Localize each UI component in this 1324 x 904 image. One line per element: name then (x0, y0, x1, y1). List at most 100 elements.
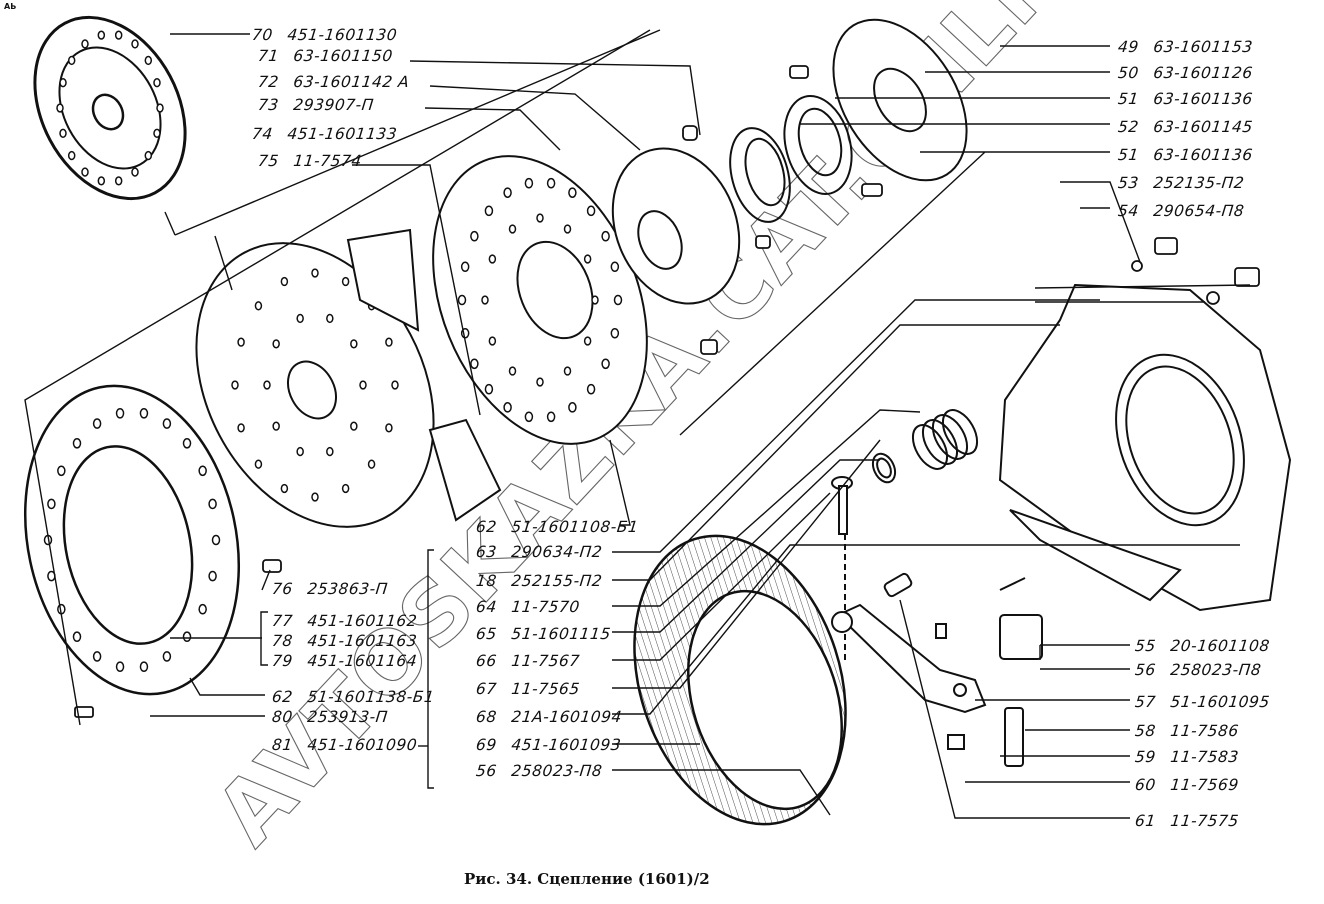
callout-number: 81 (271, 736, 294, 754)
callout-number: 78 (271, 632, 294, 650)
callout-53: 53 252135-П2 (1117, 174, 1245, 192)
hole (280, 276, 289, 287)
callout-75: 75 11-7574 (257, 152, 363, 170)
hole (59, 78, 67, 88)
callout-number: 62 (475, 518, 498, 536)
part-18-washer (871, 452, 897, 484)
hole (610, 261, 620, 273)
callout-number: 67 (475, 680, 498, 698)
hole (272, 339, 280, 349)
hole (254, 301, 263, 311)
callout-57: 57 51-1601095 (1134, 693, 1271, 711)
part-63-spring (911, 409, 979, 470)
callout-52: 52 63-1601145 (1117, 118, 1254, 136)
hole (182, 631, 192, 643)
small-fasteners (74, 65, 1260, 718)
callout-56: 56 258023-П8 (1134, 661, 1262, 679)
part-57-lever (831, 572, 1043, 767)
callout-49: 49 63-1601153 (1117, 38, 1254, 56)
callout-part-number: 63-1601142 A (292, 73, 411, 91)
callout-65: 65 51-1601115 (475, 625, 612, 643)
leader-line (429, 85, 641, 151)
part-51-ring (729, 127, 791, 223)
callout-number: 51 (1117, 90, 1140, 108)
callout-part-number: 293907-П (292, 96, 375, 114)
hole (341, 276, 350, 287)
callout-number: 80 (271, 708, 294, 726)
callout-part-number: 451-1601133 (286, 125, 399, 143)
callout-number: 18 (475, 572, 498, 590)
callout-58: 58 11-7586 (1134, 722, 1240, 740)
hole (296, 446, 304, 457)
callout-part-number: 11-7583 (1169, 748, 1240, 766)
hole (162, 418, 172, 429)
callout-number: 66 (475, 652, 498, 670)
callout-part-number: 258023-П8 (1169, 661, 1263, 679)
callout-number: 59 (1134, 748, 1157, 766)
callout-number: 52 (1117, 118, 1140, 136)
hole (254, 459, 263, 469)
callout-part-number: 290654-П8 (1152, 202, 1246, 220)
callout-part-number: 11-7586 (1169, 722, 1240, 740)
callout-78: 78 451-1601163 (271, 632, 418, 650)
hole (81, 167, 89, 177)
hole (237, 423, 245, 433)
callout-73: 73 293907-П (257, 96, 375, 114)
hole (92, 651, 102, 662)
hole (326, 446, 334, 457)
hole (546, 177, 556, 189)
callout-number: 49 (1117, 38, 1140, 56)
leader-line (899, 599, 1130, 819)
callout-number: 57 (1134, 693, 1157, 711)
hole (503, 402, 512, 413)
leader-line (612, 492, 831, 661)
callout-part-number: 253913-П (306, 708, 389, 726)
leader-line (214, 235, 233, 291)
leader-line (679, 151, 1110, 436)
leader-line (612, 439, 881, 689)
hole (613, 294, 623, 306)
leader-line (612, 544, 1240, 715)
hole (601, 358, 610, 370)
part-72-hub-plate (611, 147, 741, 305)
hole (272, 421, 280, 431)
callout-number: 65 (475, 625, 498, 643)
hole (153, 78, 161, 88)
part-54-bolt (1154, 237, 1178, 255)
hole (198, 603, 207, 615)
callout-62: 62 51-1601108-Б1 (475, 518, 639, 536)
hole (457, 294, 467, 306)
callout-part-number: 451-1601162 (306, 612, 419, 630)
hole (583, 336, 592, 346)
callout-part-number: 258023-П8 (510, 762, 604, 780)
hole (546, 411, 556, 423)
callout-72: 72 63-1601142 A (257, 73, 410, 91)
callout-part-number: 252155-П2 (510, 572, 604, 590)
callout-number: 56 (1134, 661, 1157, 679)
callout-67: 67 11-7565 (475, 680, 581, 698)
hole (508, 224, 517, 234)
hole (563, 366, 572, 376)
hole (484, 383, 494, 395)
callout-part-number: 21А-1601094 (510, 708, 623, 726)
callout-54: 54 290654-П8 (1117, 202, 1245, 220)
callout-number: 50 (1117, 64, 1140, 82)
callout-77: 77 451-1601162 (271, 612, 418, 630)
hole (153, 128, 161, 138)
callout-part-number: 63-1601153 (1152, 38, 1254, 56)
part-69-release-housing (633, 534, 847, 826)
hole (391, 380, 399, 390)
leader-line (189, 677, 265, 696)
callout-part-number: 451-1601164 (306, 652, 419, 670)
hole (341, 483, 350, 494)
hole (311, 492, 319, 502)
hole (67, 150, 76, 161)
callout-76: 76 253863-П (271, 580, 389, 598)
hole (488, 336, 497, 346)
callout-51: 51 63-1601136 (1117, 146, 1254, 164)
part-49-plate (832, 18, 968, 182)
callout-part-number: 63-1601136 (1152, 90, 1254, 108)
hole (601, 230, 610, 242)
callout-number: 56 (475, 762, 498, 780)
